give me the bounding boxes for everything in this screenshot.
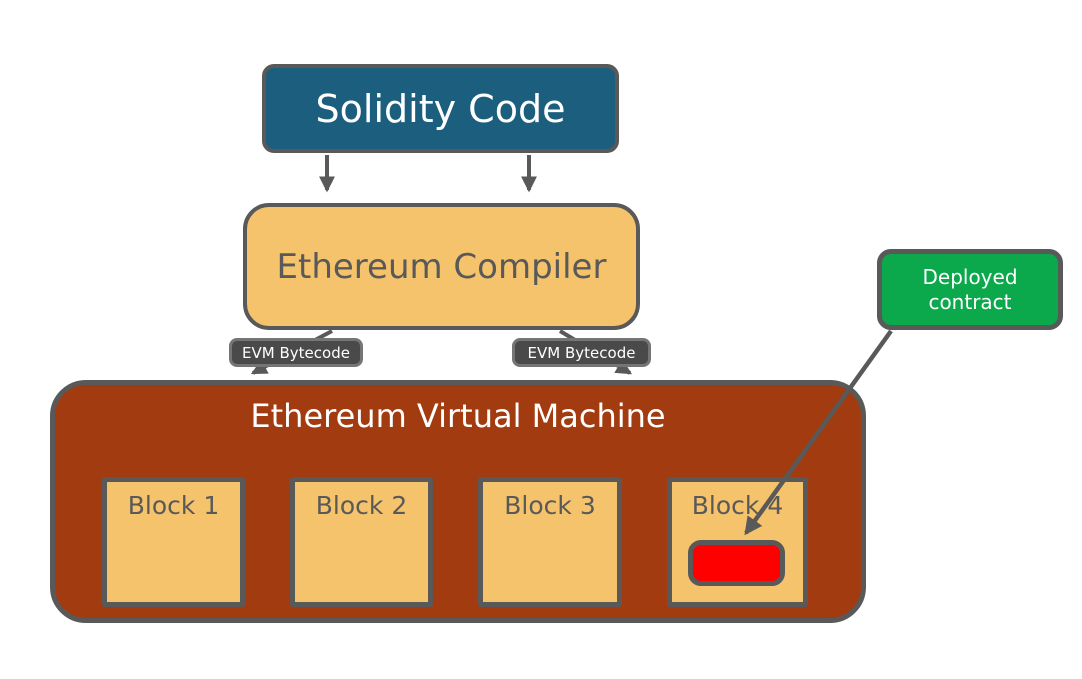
block-4-label: Block 4 (691, 491, 784, 520)
deployed-contract-node: Deployed contract (877, 249, 1063, 330)
block-2-label: Block 2 (315, 491, 408, 520)
deployed-contract-label-line2: contract (928, 289, 1012, 314)
evm-bytecode-badge-right: EVM Bytecode (512, 338, 651, 367)
deployed-contract-label-line1: Deployed (922, 264, 1018, 289)
deployed-contract-marker (688, 540, 785, 586)
ethereum-compiler-node: Ethereum Compiler (243, 203, 640, 330)
block-3-node: Block 3 (478, 477, 622, 607)
block-1-label: Block 1 (127, 491, 220, 520)
ethereum-compiler-label: Ethereum Compiler (276, 246, 607, 287)
block-1-node: Block 1 (102, 477, 245, 607)
solidity-code-label: Solidity Code (315, 86, 566, 131)
evm-bytecode-label-left: EVM Bytecode (242, 343, 350, 362)
block-2-node: Block 2 (290, 477, 433, 607)
evm-title: Ethereum Virtual Machine (250, 397, 666, 435)
evm-bytecode-label-right: EVM Bytecode (527, 343, 636, 362)
evm-bytecode-badge-left: EVM Bytecode (229, 338, 363, 367)
block-3-label: Block 3 (504, 491, 596, 520)
solidity-code-node: Solidity Code (262, 64, 619, 153)
